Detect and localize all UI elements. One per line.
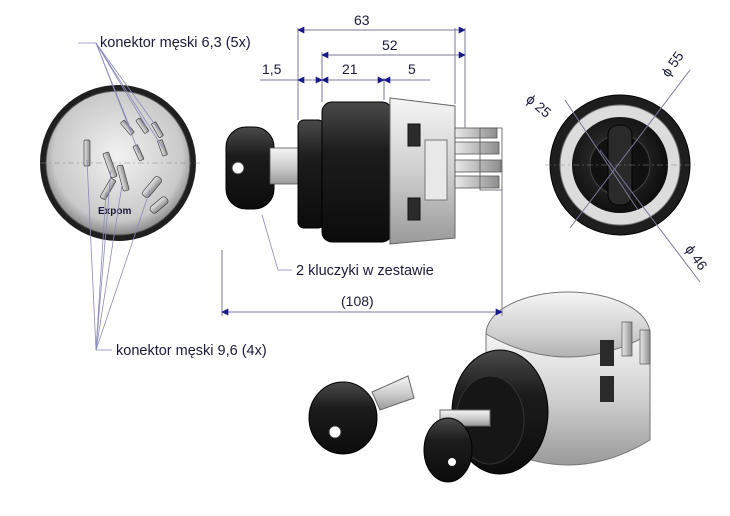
side-metal-housing xyxy=(389,97,456,245)
loose-key xyxy=(308,375,415,455)
persp-terminals xyxy=(621,321,651,365)
dim-dia-55: ϕ 55 xyxy=(658,48,687,80)
side-bezel xyxy=(297,119,325,229)
side-view xyxy=(225,97,503,245)
persp-key xyxy=(423,417,473,483)
dim-21: 21 xyxy=(342,61,358,77)
side-key xyxy=(225,126,301,210)
dim-52: 52 xyxy=(382,37,398,53)
connector-96-group xyxy=(83,139,169,214)
rear-view: Expom xyxy=(40,85,200,241)
dim-dia-46: ϕ 46 xyxy=(682,242,711,274)
dim-108: (108) xyxy=(341,293,374,309)
front-view xyxy=(545,94,695,236)
dim-63: 63 xyxy=(354,12,370,28)
brand-logo: Expom xyxy=(98,206,131,217)
label-connector-63: konektor męski 6,3 (5x) xyxy=(100,35,251,51)
label-keys-in-set: 2 kluczyki w zestawie xyxy=(296,263,434,279)
perspective-view xyxy=(308,291,651,483)
callouts: konektor męski 6,3 (5x) konektor męski 9… xyxy=(78,35,434,359)
side-terminals xyxy=(454,127,503,191)
dim-dia-25: ϕ 25 xyxy=(523,91,554,121)
label-connector-96: konektor męski 9,6 (4x) xyxy=(116,343,267,359)
side-body xyxy=(321,101,393,243)
dim-5: 5 xyxy=(408,61,416,77)
dim-1-5: 1,5 xyxy=(262,61,282,77)
